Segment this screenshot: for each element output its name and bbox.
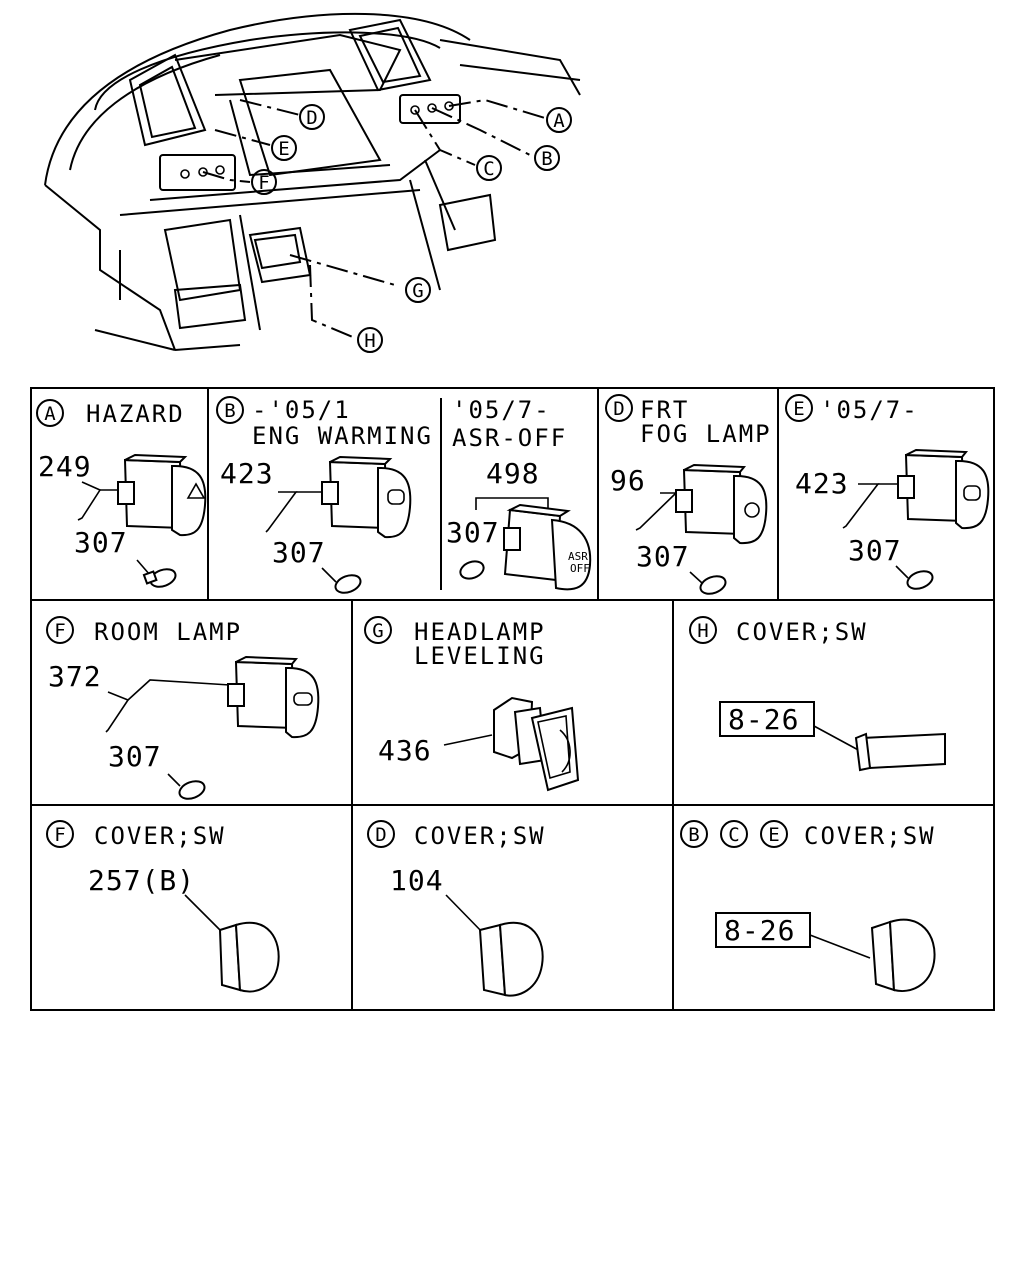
svg-text:F: F bbox=[54, 824, 65, 846]
cover-part bbox=[478, 921, 544, 997]
svg-text:G: G bbox=[372, 620, 383, 642]
svg-text:D: D bbox=[306, 107, 317, 129]
svg-text:307: 307 bbox=[848, 534, 902, 567]
svg-text:436: 436 bbox=[378, 734, 432, 767]
panel-cover-sw-f: F COVER;SW 257(B) bbox=[46, 820, 280, 993]
svg-text:423: 423 bbox=[795, 467, 849, 500]
callout-E: E bbox=[271, 135, 297, 161]
hazard-triangle-icon bbox=[186, 482, 206, 499]
svg-text:COVER;SW: COVER;SW bbox=[736, 618, 868, 646]
defroster-icon bbox=[963, 485, 981, 501]
svg-text:OFF: OFF bbox=[570, 562, 590, 575]
switch-part bbox=[117, 453, 207, 537]
svg-text:E: E bbox=[793, 398, 804, 420]
svg-text:F: F bbox=[54, 620, 65, 642]
panel-letter: A bbox=[44, 403, 56, 425]
svg-text:'05/7-: '05/7- bbox=[452, 396, 551, 424]
panel-cover-sw-d: D COVER;SW 104 bbox=[367, 820, 546, 997]
panel-e-switch: E '05/7- 423 307 bbox=[785, 394, 990, 590]
panel-headlamp-leveling: G HEADLAMP LEVELING 436 bbox=[364, 616, 580, 792]
callout-A: A bbox=[546, 107, 572, 133]
svg-text:FOG LAMP: FOG LAMP bbox=[640, 420, 772, 448]
svg-text:ASR-OFF: ASR-OFF bbox=[452, 424, 567, 452]
svg-text:LEVELING: LEVELING bbox=[414, 642, 546, 670]
svg-text:96: 96 bbox=[610, 464, 646, 497]
callout-D: D bbox=[299, 104, 325, 130]
svg-text:COVER;SW: COVER;SW bbox=[414, 822, 546, 850]
svg-text:B: B bbox=[688, 824, 699, 846]
svg-text:257(B): 257(B) bbox=[88, 864, 195, 897]
panel-asr-off: '05/7- ASR-OFF 498 307 ASR OFF bbox=[446, 396, 592, 591]
panel-eng-warming: B -'05/1 ENG WARMING 423 307 bbox=[216, 396, 433, 594]
svg-text:-'05/1: -'05/1 bbox=[252, 396, 351, 424]
svg-text:C: C bbox=[728, 824, 739, 846]
switch-part bbox=[227, 655, 320, 739]
cover-part bbox=[218, 921, 280, 993]
bulb-number: 307 bbox=[74, 526, 128, 559]
svg-text:COVER;SW: COVER;SW bbox=[804, 822, 936, 850]
svg-text:B: B bbox=[541, 148, 552, 170]
svg-text:FRT: FRT bbox=[640, 396, 689, 424]
room-lamp-icon bbox=[293, 692, 313, 706]
svg-text:307: 307 bbox=[636, 540, 690, 573]
svg-text:'05/7-: '05/7- bbox=[820, 396, 919, 424]
svg-text:COVER;SW: COVER;SW bbox=[94, 822, 226, 850]
callout-leaders bbox=[202, 98, 546, 339]
svg-text:HEADLAMP: HEADLAMP bbox=[414, 618, 546, 646]
dashboard-overview bbox=[44, 12, 581, 351]
svg-text:C: C bbox=[483, 158, 494, 180]
callout-B: B bbox=[534, 145, 560, 171]
svg-text:H: H bbox=[697, 620, 708, 642]
svg-text:E: E bbox=[278, 138, 289, 160]
leveling-dial-icon bbox=[559, 729, 571, 773]
svg-text:D: D bbox=[613, 398, 624, 420]
panel-cover-sw-bce: B C E COVER;SW 8-26 bbox=[680, 820, 936, 992]
panel-fog-lamp: D FRT FOG LAMP 96 307 bbox=[605, 394, 772, 595]
reference-page: 8-26 bbox=[728, 703, 799, 736]
callout-H: H bbox=[357, 327, 383, 353]
svg-text:B: B bbox=[224, 400, 235, 422]
svg-text:423: 423 bbox=[220, 457, 274, 490]
switch-part bbox=[897, 448, 990, 530]
cover-part bbox=[870, 918, 936, 992]
cover-part bbox=[854, 732, 946, 772]
switch-part bbox=[675, 463, 768, 545]
defroster-icon bbox=[387, 489, 405, 505]
fog-lamp-icon bbox=[744, 502, 760, 518]
panel-cover-sw-h: H COVER;SW 8-26 bbox=[689, 616, 946, 772]
switch-part bbox=[321, 455, 412, 539]
svg-text:F: F bbox=[258, 172, 269, 194]
svg-text:498: 498 bbox=[486, 457, 540, 490]
panel-room-lamp: F ROOM LAMP 372 307 bbox=[46, 616, 320, 800]
svg-text:ROOM LAMP: ROOM LAMP bbox=[94, 618, 242, 646]
svg-text:H: H bbox=[364, 330, 375, 352]
svg-text:E: E bbox=[768, 824, 779, 846]
parts-grid bbox=[30, 387, 995, 1011]
svg-text:ASR: ASR bbox=[568, 550, 588, 563]
svg-text:G: G bbox=[412, 280, 423, 302]
callout-G: G bbox=[405, 277, 431, 303]
svg-text:307: 307 bbox=[272, 536, 326, 569]
switch-part bbox=[493, 696, 580, 792]
svg-text:307: 307 bbox=[446, 516, 500, 549]
svg-text:372: 372 bbox=[48, 660, 102, 693]
callout-markers: A B C D E F G H bbox=[251, 104, 572, 353]
panel-title: HAZARD bbox=[86, 400, 185, 428]
panel-hazard: A HAZARD 249 307 bbox=[36, 399, 207, 588]
svg-text:104: 104 bbox=[390, 864, 444, 897]
callout-F: F bbox=[251, 169, 277, 195]
svg-text:307: 307 bbox=[108, 740, 162, 773]
part-number: 249 bbox=[38, 450, 92, 483]
switch-part: ASR OFF bbox=[503, 503, 592, 591]
reference-page: 8-26 bbox=[724, 914, 795, 947]
svg-text:ENG WARMING: ENG WARMING bbox=[252, 422, 433, 450]
svg-text:D: D bbox=[375, 824, 386, 846]
svg-text:A: A bbox=[553, 110, 565, 132]
callout-C: C bbox=[476, 155, 502, 181]
